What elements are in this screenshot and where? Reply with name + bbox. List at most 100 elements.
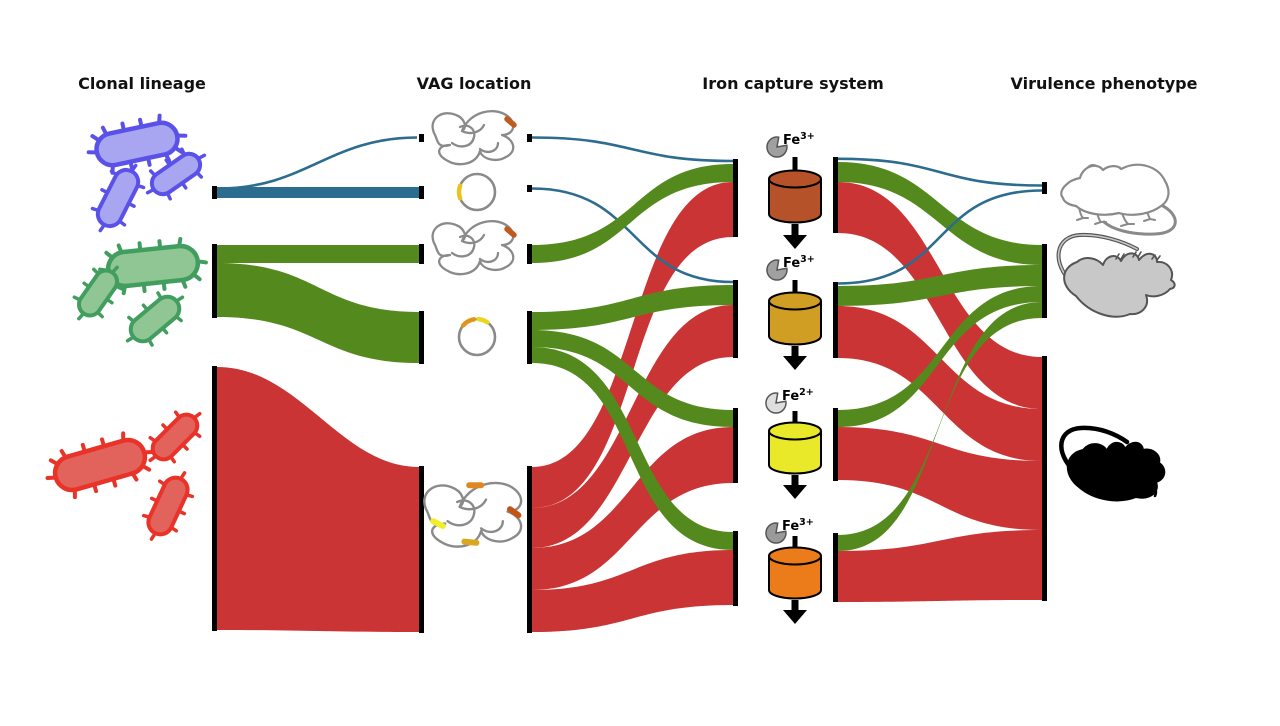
fe-ion-label: Fe3+ bbox=[782, 517, 814, 534]
cylinder-body bbox=[768, 179, 822, 224]
node-whitemouse bbox=[1042, 182, 1047, 194]
flow-red-chromosome-iron4 bbox=[532, 550, 733, 632]
mouse-legs bbox=[1076, 206, 1156, 227]
node-lineage-red bbox=[212, 366, 217, 631]
plasmid-icon-2 bbox=[457, 316, 497, 357]
gray-mouse-icon bbox=[1056, 232, 1176, 318]
cylinder-top bbox=[768, 169, 822, 189]
bacterium-icon bbox=[86, 113, 188, 175]
node-iron3-out bbox=[833, 408, 838, 481]
iron-ion-icon bbox=[765, 522, 787, 544]
mouse-paws bbox=[1115, 251, 1161, 261]
mouse-snout bbox=[1151, 481, 1158, 498]
node-chromosome2-in bbox=[419, 244, 424, 264]
mouse-body bbox=[1066, 441, 1166, 502]
flow-blue-lineage-chromosome bbox=[218, 136, 418, 190]
node-graymouse bbox=[1042, 244, 1047, 318]
flow-red-iron4-blackmouse bbox=[838, 530, 1042, 602]
flow-red-chromosome-iron1 bbox=[532, 182, 733, 508]
uptake-tick bbox=[792, 411, 798, 428]
cylinder-body bbox=[768, 301, 822, 346]
mouse-body bbox=[1060, 163, 1170, 216]
column-header-iron-capture: Iron capture system bbox=[702, 74, 884, 93]
gene-segment-gold bbox=[461, 538, 480, 546]
mouse-body bbox=[1063, 252, 1176, 318]
node-iron2-in bbox=[733, 280, 738, 358]
flow-red-chromosome-iron3 bbox=[532, 427, 733, 590]
node-chromosome3-out bbox=[527, 466, 532, 633]
iron-system-4: Fe3+ bbox=[765, 517, 822, 624]
node-iron4-out bbox=[833, 533, 838, 602]
flow-blue-chromosome-iron1 bbox=[531, 136, 734, 163]
white-mouse-icon bbox=[1060, 163, 1177, 236]
flow-green-plasmid-iron3 bbox=[532, 330, 733, 427]
gene-segment-rust bbox=[504, 226, 517, 238]
node-bars bbox=[212, 134, 1047, 633]
blue-flow-lines-stage2 bbox=[531, 136, 734, 284]
cylinder-top bbox=[768, 291, 822, 311]
column-header-virulence-phenotype: Virulence phenotype bbox=[1011, 74, 1198, 93]
flow-blue-plasmid-iron2 bbox=[531, 187, 734, 284]
flow-red-iron2-blackmouse bbox=[838, 306, 1042, 461]
gene-segment-yellow bbox=[456, 183, 463, 201]
flow-red-chromosome-iron2 bbox=[532, 305, 733, 548]
iron-system-3: Fe2+ bbox=[765, 387, 822, 499]
flow-blue-lineage-plasmid bbox=[217, 187, 419, 198]
gene-segment-orange bbox=[460, 317, 477, 328]
flow-red-lineage-chromosome bbox=[217, 367, 419, 632]
cylinder-top bbox=[768, 421, 822, 441]
node-plasmid2-in bbox=[419, 311, 424, 364]
flow-green-iron2-graymouse bbox=[838, 265, 1042, 306]
node-iron1-in bbox=[733, 159, 738, 237]
bacterium-icon bbox=[125, 291, 185, 347]
down-arrow-icon bbox=[783, 475, 807, 499]
flow-red-iron3-blackmouse bbox=[838, 427, 1042, 530]
mouse-tail-inner bbox=[1057, 234, 1138, 285]
mouse-tail bbox=[1102, 203, 1177, 236]
node-chromosome1-out bbox=[527, 134, 532, 142]
node-plasmid2-out bbox=[527, 311, 532, 364]
gene-segment-yellow bbox=[430, 518, 446, 530]
bacterium-icon bbox=[72, 265, 124, 321]
fe-ion-label: Fe3+ bbox=[783, 131, 815, 148]
column-header-vag-location: VAG location bbox=[417, 74, 532, 93]
uptake-tick bbox=[792, 157, 798, 176]
iron-system-1: Fe3+ bbox=[766, 131, 822, 249]
bacterium-icon bbox=[45, 431, 155, 500]
bacterium-icon bbox=[145, 147, 207, 201]
uptake-tick bbox=[792, 280, 798, 298]
flow-green-lineage-chromosome bbox=[217, 245, 419, 263]
red-flow-ribbons bbox=[217, 182, 1042, 632]
black-mouse-icon bbox=[1059, 425, 1166, 502]
plasmid-icon-1 bbox=[456, 172, 497, 212]
node-iron4-in bbox=[733, 531, 738, 606]
bacterium-icon bbox=[148, 410, 202, 464]
bacteria-red-cluster-icon bbox=[45, 410, 202, 541]
flow-green-iron1-graymouse bbox=[838, 162, 1042, 265]
gene-segment-rust bbox=[504, 116, 517, 128]
flow-green-chromosome-iron1 bbox=[532, 164, 733, 263]
flow-blue-iron2-whitemouse bbox=[837, 189, 1043, 285]
node-lineage-green bbox=[212, 244, 217, 318]
node-blackmouse bbox=[1042, 356, 1047, 601]
node-chromosome1-in bbox=[419, 134, 424, 142]
node-lineage-blue bbox=[212, 186, 217, 199]
down-arrow-icon bbox=[783, 600, 807, 624]
down-arrow-icon bbox=[783, 224, 807, 249]
down-arrow-icon bbox=[783, 346, 807, 370]
flow-green-iron3-graymouse bbox=[838, 286, 1042, 427]
chromosome-icon-1 bbox=[431, 109, 517, 166]
cylinder-top bbox=[768, 546, 822, 566]
node-chromosome2-out bbox=[527, 244, 532, 264]
bacteria-green-cluster-icon bbox=[72, 236, 208, 347]
chromosome-icon-2 bbox=[431, 219, 517, 276]
fe-ion-label: Fe3+ bbox=[783, 254, 815, 271]
bacterium-icon bbox=[90, 163, 146, 233]
column-header-clonal-lineage: Clonal lineage bbox=[78, 74, 206, 93]
node-plasmid1-in bbox=[419, 186, 424, 199]
node-iron1-out bbox=[833, 157, 838, 233]
mouse-tail bbox=[1059, 425, 1130, 475]
iron-ion-icon bbox=[766, 136, 788, 158]
